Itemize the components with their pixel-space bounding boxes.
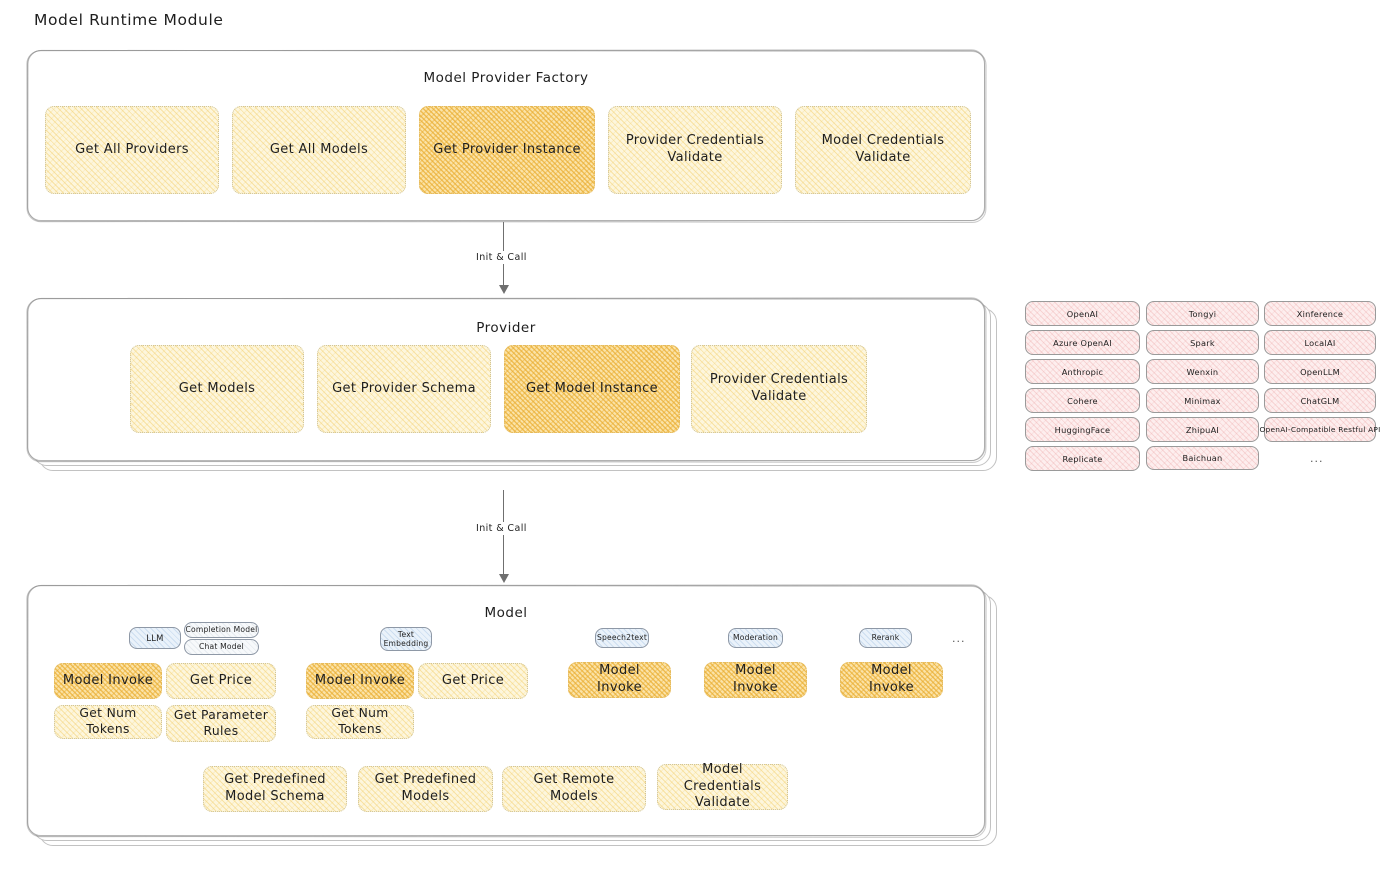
provider-chip-anthropic[interactable]: Anthropic bbox=[1025, 359, 1140, 384]
model-type-chip-moderation[interactable]: Moderation bbox=[728, 628, 783, 648]
provider-chip-huggingface[interactable]: HuggingFace bbox=[1025, 417, 1140, 442]
provider-box-get-provider-schema[interactable]: Get Provider Schema bbox=[317, 345, 491, 433]
provider-chip-spark[interactable]: Spark bbox=[1146, 330, 1259, 355]
provider-chip-zhipuai[interactable]: ZhipuAI bbox=[1146, 417, 1259, 442]
page-title: Model Runtime Module bbox=[34, 11, 224, 29]
text-embedding-method-model-invoke[interactable]: Model Invoke bbox=[306, 663, 414, 699]
provider-chip-replicate[interactable]: Replicate bbox=[1025, 446, 1140, 471]
moderation-method-model-invoke[interactable]: Model Invoke bbox=[704, 662, 807, 698]
provider-chip-tongyi[interactable]: Tongyi bbox=[1146, 301, 1259, 326]
provider-chip-xinference[interactable]: Xinference bbox=[1264, 301, 1376, 326]
provider-box-provider-credentials-validate[interactable]: Provider Credentials Validate bbox=[691, 345, 867, 433]
model-subtype-chip-chat-model[interactable]: Chat Model bbox=[184, 639, 259, 655]
model-title: Model bbox=[484, 605, 528, 621]
model-type-chip-speech2text[interactable]: Speech2text bbox=[595, 628, 649, 648]
model-common-method-get-predefined-models[interactable]: Get Predefined Models bbox=[358, 766, 493, 812]
provider-box-get-model-instance[interactable]: Get Model Instance bbox=[504, 345, 680, 433]
text-embedding-method-get-price[interactable]: Get Price bbox=[418, 663, 528, 699]
provider-chip-wenxin[interactable]: Wenxin bbox=[1146, 359, 1259, 384]
llm-method-get-num-tokens[interactable]: Get Num Tokens bbox=[54, 705, 162, 739]
provider-chip-localai[interactable]: LocalAI bbox=[1264, 330, 1376, 355]
provider-chip-minimax[interactable]: Minimax bbox=[1146, 388, 1259, 413]
factory-box-model-credentials-validate[interactable]: Model Credentials Validate bbox=[795, 106, 971, 194]
llm-method-get-parameter-rules[interactable]: Get Parameter Rules bbox=[166, 705, 276, 742]
provider-title: Provider bbox=[476, 320, 536, 336]
text-embedding-method-get-num-tokens[interactable]: Get Num Tokens bbox=[306, 705, 414, 739]
model-provider-factory-title: Model Provider Factory bbox=[423, 70, 589, 86]
factory-box-get-all-models[interactable]: Get All Models bbox=[232, 106, 406, 194]
model-type-chip-llm[interactable]: LLM bbox=[129, 627, 181, 649]
provider-box-get-models[interactable]: Get Models bbox=[130, 345, 304, 433]
provider-chip-openllm[interactable]: OpenLLM bbox=[1264, 359, 1376, 384]
rerank-method-model-invoke[interactable]: Model Invoke bbox=[840, 662, 943, 698]
factory-box-get-all-providers[interactable]: Get All Providers bbox=[45, 106, 219, 194]
llm-method-get-price[interactable]: Get Price bbox=[166, 663, 276, 699]
model-common-method-get-remote-models[interactable]: Get Remote Models bbox=[502, 766, 646, 812]
provider-chip-openai[interactable]: OpenAI bbox=[1025, 301, 1140, 326]
llm-method-model-invoke[interactable]: Model Invoke bbox=[54, 663, 162, 699]
provider-chip-azure-openai[interactable]: Azure OpenAI bbox=[1025, 330, 1140, 355]
provider-chip-openai-compatible-restful-api[interactable]: OpenAI-Compatible Restful API bbox=[1259, 417, 1380, 442]
model-subtype-chip-completion-model[interactable]: Completion Model bbox=[184, 622, 259, 638]
model-common-method-model-credentials-validate[interactable]: Model Credentials Validate bbox=[657, 762, 788, 810]
connector-label-init-and-call-1: Init & Call bbox=[472, 251, 531, 264]
model-type-chip-rerank[interactable]: Rerank bbox=[859, 628, 912, 648]
model-type-chip-text-embedding[interactable]: Text Embedding bbox=[380, 627, 432, 651]
speech2text-method-model-invoke[interactable]: Model Invoke bbox=[568, 662, 671, 698]
provider-chip-cohere[interactable]: Cohere bbox=[1025, 388, 1140, 413]
provider-list-more-ellipsis: ... bbox=[1310, 452, 1324, 465]
connector-label-init-and-call-2: Init & Call bbox=[472, 522, 531, 535]
factory-box-provider-credentials-validate[interactable]: Provider Credentials Validate bbox=[608, 106, 782, 194]
model-common-method-get-predefined-model-schema[interactable]: Get Predefined Model Schema bbox=[203, 766, 347, 812]
model-types-more-ellipsis: ... bbox=[952, 632, 966, 645]
provider-chip-chatglm[interactable]: ChatGLM bbox=[1264, 388, 1376, 413]
factory-box-get-provider-instance[interactable]: Get Provider Instance bbox=[419, 106, 595, 194]
provider-chip-baichuan[interactable]: Baichuan bbox=[1146, 446, 1259, 470]
